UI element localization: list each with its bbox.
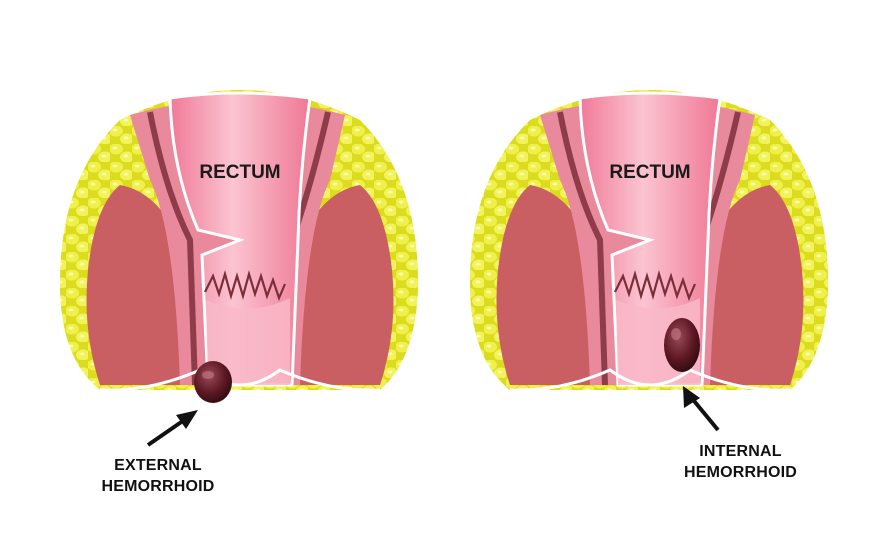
right-dentate-line	[614, 270, 697, 302]
left-external-hemorrhoid	[194, 361, 232, 403]
right-pointer-arrow	[683, 386, 720, 432]
right-caption: INTERNAL HEMORRHOID	[668, 441, 813, 483]
left-pointer-arrow	[146, 410, 198, 447]
right-wall-stripe-left	[557, 111, 608, 386]
right-caption-line2: HEMORRHOID	[683, 464, 798, 481]
left-anal-canal	[206, 298, 290, 385]
left-dentate-line	[204, 270, 287, 302]
right-panel: RECTUM	[469, 90, 829, 432]
left-anal-verge	[99, 368, 381, 392]
left-caption: EXTERNAL HEMORRHOID	[88, 455, 228, 497]
left-wall-stripe-left	[147, 111, 198, 386]
right-anal-verge	[509, 368, 791, 392]
right-caption-line1: INTERNAL	[699, 443, 782, 460]
left-caption-line2: HEMORRHOID	[101, 478, 215, 495]
right-rectum-label: RECTUM	[609, 162, 690, 183]
left-panel: RECTUM	[59, 90, 419, 447]
left-rectum-label: RECTUM	[199, 162, 280, 183]
left-caption-line1: EXTERNAL	[114, 457, 202, 474]
right-internal-hemorrhoid	[664, 318, 700, 372]
